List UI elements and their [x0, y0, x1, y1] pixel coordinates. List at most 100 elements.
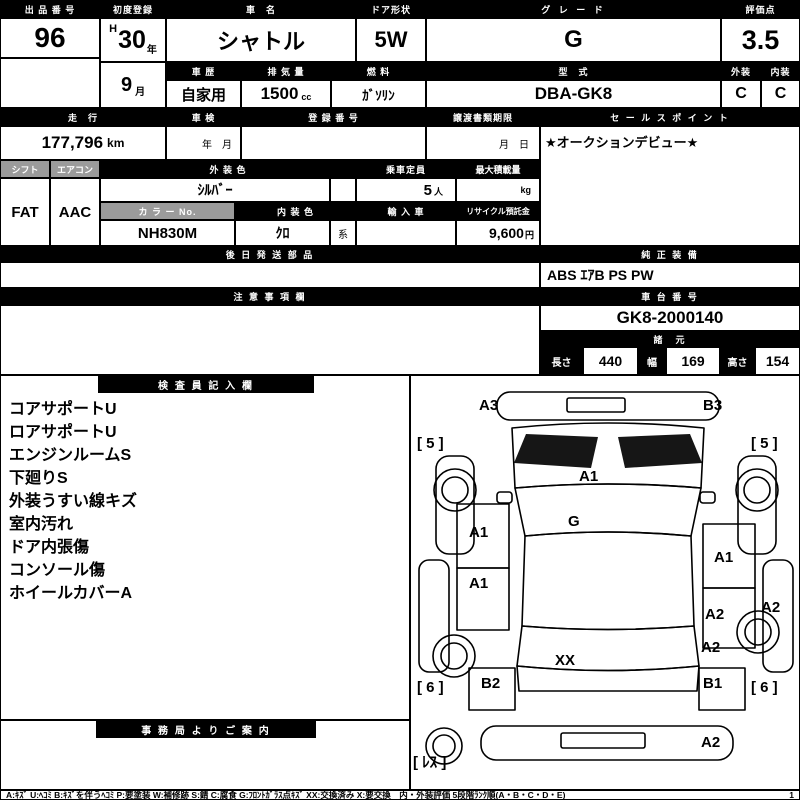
transfer-deadline-label: 譲渡書類期限 — [426, 108, 540, 126]
dimensions-label: 諸 元 — [540, 331, 800, 347]
damage-mark: A3 — [479, 397, 499, 414]
import-label: 輸 入 車 — [356, 202, 456, 220]
grade-value: G — [426, 18, 721, 62]
max-load-label: 最大積載量 — [456, 160, 540, 178]
chassis-no-label: 車 台 番 号 — [540, 288, 800, 305]
damage-mark: A1 — [469, 524, 489, 541]
damage-mark: A2 — [701, 639, 721, 656]
inspector-note: コンソール傷 — [9, 562, 106, 579]
grade-label: グ レ ー ド — [426, 0, 721, 18]
interior-label: 内装 — [761, 62, 800, 80]
damage-mark: B2 — [481, 675, 501, 692]
damage-mark: [ 6 ] — [751, 679, 778, 696]
exterior-grade: C — [721, 80, 761, 108]
damage-mark: B3 — [703, 397, 723, 414]
damage-mark: [ 5 ] — [417, 435, 444, 452]
mileage-label: 走 行 — [0, 108, 166, 126]
legend-text: A:ｷｽﾞ U:ﾍｺﾐ B:ｷｽﾞを伴うﾍｺﾐ P:要塗装 W:補修跡 S:錆 … — [6, 790, 566, 800]
auction-no-label: 出 品 番 号 — [0, 0, 100, 18]
damage-mark: [ 6 ] — [417, 679, 444, 696]
model-code-label: 型 式 — [426, 62, 721, 80]
era-letter: H — [109, 23, 118, 35]
interior-grade: C — [761, 80, 800, 108]
max-load-value: kg — [456, 178, 540, 202]
exterior-label: 外装 — [721, 62, 761, 80]
score-value: 3.5 — [721, 18, 800, 62]
recycle-deposit-label: リサイクル預託金 — [456, 202, 540, 220]
reg-month: 9 — [120, 73, 133, 96]
fuel-value: ｶﾞｿﾘﾝ — [331, 80, 426, 108]
displacement-label: 排 気 量 — [241, 62, 331, 80]
interior-color-value: ｸﾛ — [235, 220, 330, 246]
aircon-label: エアコン — [50, 160, 100, 178]
inspector-note: 下廻りS — [9, 470, 68, 487]
damage-mark: A2 — [761, 599, 781, 616]
capacity-unit: 人 — [433, 187, 443, 197]
fuel-label: 燃 料 — [331, 62, 426, 80]
damage-mark: [ ﾚｽ ] — [413, 754, 447, 771]
chassis-no-value: GK8-2000140 — [540, 305, 800, 331]
mileage-number: 177,796 — [41, 133, 104, 152]
inspector-note: 室内汚れ — [9, 516, 74, 533]
later-parts-label: 後 日 発 送 部 品 — [0, 246, 540, 262]
inspector-notes-label: 検 査 員 記 入 欄 — [98, 376, 314, 393]
transfer-deadline-value: 月 日 — [426, 126, 540, 160]
shaken-label: 車 検 — [166, 108, 241, 126]
registration-no-label: 登 録 番 号 — [241, 108, 426, 126]
damage-mark: A1 — [469, 575, 489, 592]
damage-mark: B1 — [703, 675, 723, 692]
mileage-unit: km — [107, 136, 125, 150]
damage-mark: G — [568, 513, 580, 530]
aircon-value: AAC — [50, 178, 100, 246]
legend-bar: A:ｷｽﾞ U:ﾍｺﾐ B:ｷｽﾞを伴うﾍｺﾐ P:要塗装 W:補修跡 S:錆 … — [0, 790, 800, 800]
equipment-value: ABS ｴｱB PS PW — [540, 262, 800, 288]
empty-cell — [0, 58, 100, 108]
page-number: 1 — [789, 790, 794, 800]
first-registration-label: 初度登録 — [100, 0, 166, 18]
displacement-value: 1500 cc — [241, 80, 331, 108]
inspector-note: ホイールカバーA — [9, 585, 133, 602]
exterior-color-label: 外 装 色 — [100, 160, 356, 178]
inspector-note: 外装うすい線キズ — [9, 493, 138, 510]
shift-label: シフト — [0, 160, 50, 178]
car-name-value: シャトル — [166, 18, 356, 62]
door-shape-value: 5W — [356, 18, 426, 62]
damage-mark: A2 — [701, 734, 721, 751]
height-value: 154 — [755, 347, 800, 375]
shaken-value: 年 月 — [166, 126, 241, 160]
displacement-number: 1500 — [260, 84, 299, 103]
color-no-value: NH830M — [100, 220, 235, 246]
caution-label: 注 意 事 項 欄 — [0, 288, 540, 305]
inspector-note: ロアサポートU — [9, 424, 117, 441]
registration-no-value — [241, 126, 426, 160]
capacity-label: 乗車定員 — [356, 160, 456, 178]
sales-point-value: ★オークションデビュー★ — [540, 126, 800, 246]
length-label: 長さ — [540, 347, 583, 375]
shift-value: FAT — [0, 178, 50, 246]
displacement-unit: cc — [301, 92, 312, 102]
door-shape-label: ドア形状 — [356, 0, 426, 18]
first-registration-month: 9 月 — [100, 62, 166, 108]
history-label: 車 歴 — [166, 62, 241, 80]
damage-mark: A1 — [579, 468, 599, 485]
car-outline-drawing — [418, 391, 794, 765]
inspector-note: ドア内張傷 — [9, 539, 90, 556]
empty-cell — [330, 178, 356, 202]
caution-value — [0, 305, 540, 375]
width-label: 幅 — [638, 347, 666, 375]
height-label: 高さ — [720, 347, 755, 375]
damage-mark: [ 5 ] — [751, 435, 778, 452]
damage-mark: A1 — [714, 549, 734, 566]
month-unit: 月 — [135, 87, 146, 98]
interior-color-suffix: 系 — [330, 220, 356, 246]
length-value: 440 — [583, 347, 638, 375]
score-label: 評価点 — [721, 0, 800, 18]
mileage-value: 177,796 km — [0, 126, 166, 160]
first-registration-year: H 30 年 — [100, 18, 166, 62]
color-no-label: カ ラ ー No. — [100, 202, 235, 220]
